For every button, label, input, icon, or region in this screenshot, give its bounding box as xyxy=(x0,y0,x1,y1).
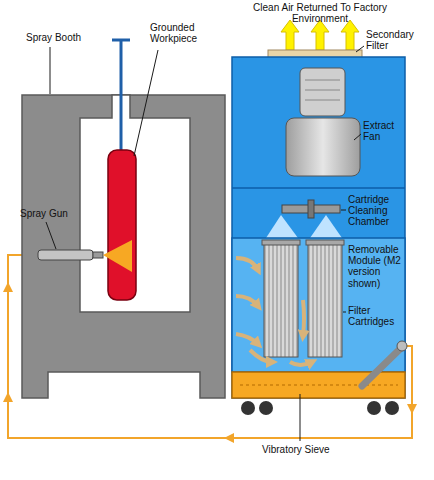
caster xyxy=(241,401,255,415)
powder-spray xyxy=(103,240,132,272)
hose-cap xyxy=(397,341,407,351)
part-label: Spray Gun xyxy=(20,208,90,219)
booth-opening xyxy=(80,95,190,312)
air-arrow xyxy=(341,20,359,50)
cleaning-jet xyxy=(310,215,342,238)
caster xyxy=(259,401,273,415)
hanger xyxy=(120,40,123,152)
part-label: Cartridge Cleaning Chamber xyxy=(348,194,403,228)
part-label: Grounded Workpiece xyxy=(150,22,226,44)
flow-arrow xyxy=(3,282,13,292)
part-label: Removable Module (M2 version shown) xyxy=(348,244,403,289)
powder-hose xyxy=(362,349,400,386)
divider xyxy=(232,187,405,189)
part-label: Filter Cartridges xyxy=(348,305,403,327)
part-label: Secondary Filter xyxy=(366,29,428,51)
spray-gun xyxy=(38,250,93,260)
air-arrow xyxy=(281,20,299,50)
spray-gun-nozzle xyxy=(93,252,103,258)
caption-note: Clean Air Returned To Factory Environmen… xyxy=(240,2,400,24)
part-label: Vibratory Sieve xyxy=(262,444,372,455)
flow-arrow xyxy=(3,392,13,402)
flow-arrow xyxy=(224,433,234,443)
workpiece xyxy=(108,150,136,300)
airflow-arrows xyxy=(236,258,312,365)
air-arrow xyxy=(311,20,329,50)
part-label: Spray Booth xyxy=(26,32,106,43)
extract-fan xyxy=(286,118,360,176)
spray-booth xyxy=(22,95,225,398)
vibratory-sieve xyxy=(232,372,405,398)
part-label: Extract Fan xyxy=(363,120,403,142)
flow-arrow xyxy=(407,404,417,414)
removable-module xyxy=(232,238,405,372)
collector-cabinet xyxy=(232,57,405,398)
fan-motor xyxy=(300,68,345,116)
caster xyxy=(385,401,399,415)
cleaning-jet xyxy=(266,215,298,238)
caster xyxy=(367,401,381,415)
filter-cartridge xyxy=(264,242,298,357)
leader-lines xyxy=(46,46,364,441)
filter-cartridge xyxy=(308,242,342,357)
